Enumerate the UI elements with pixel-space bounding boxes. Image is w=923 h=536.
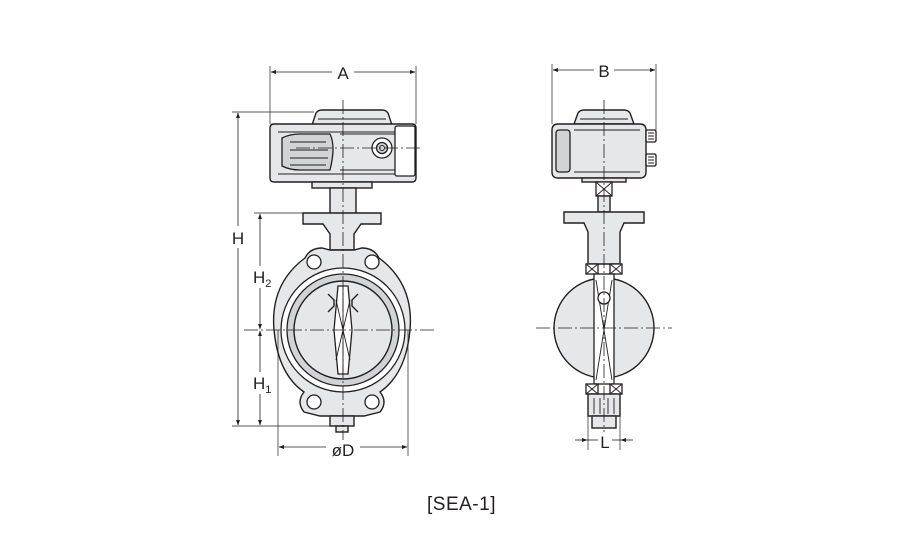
lug-hole-top-left xyxy=(306,254,322,270)
front-view xyxy=(244,100,434,440)
side-view xyxy=(536,100,672,440)
label-L: L xyxy=(600,433,609,452)
actuator-top-cap xyxy=(311,109,393,126)
lug-hole-bottom-left xyxy=(306,394,322,410)
label-B: B xyxy=(598,62,609,81)
label-H1: H1 xyxy=(253,374,271,396)
label-H: H xyxy=(232,229,244,248)
label-D: øD xyxy=(332,441,355,460)
side-actuator-housing xyxy=(551,123,647,179)
side-dimensions xyxy=(551,64,657,450)
stem-neck xyxy=(311,181,373,189)
lug-hole-top-right xyxy=(364,254,380,270)
front-dimensions xyxy=(232,66,417,456)
label-H2: H2 xyxy=(253,268,271,290)
top-flange xyxy=(302,212,382,251)
lug-hole-bottom-right xyxy=(364,394,380,410)
label-A: A xyxy=(337,64,349,83)
figure-caption: [SEA-1] xyxy=(427,494,496,515)
